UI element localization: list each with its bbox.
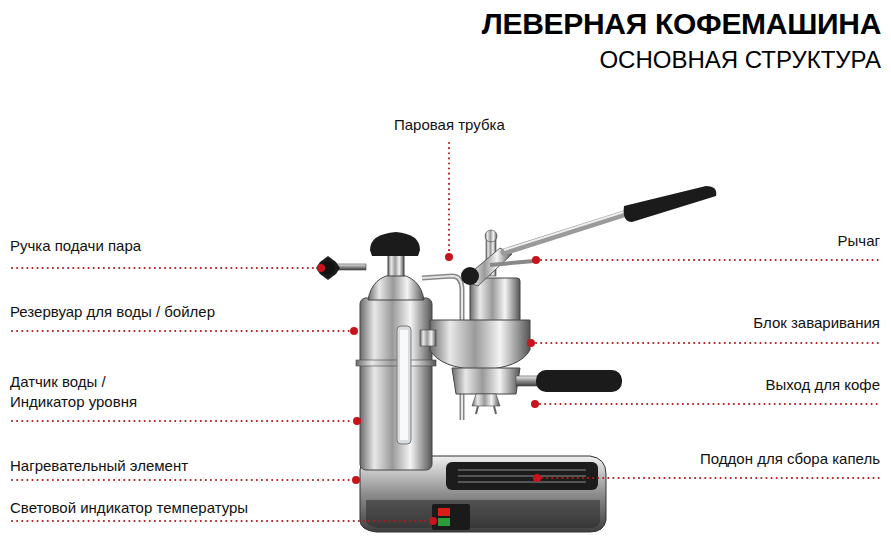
leader-dot — [445, 253, 453, 261]
part-label: Рычаг — [838, 231, 880, 251]
part-label: Поддон для сбора капель — [700, 449, 880, 469]
leader-dot — [527, 339, 535, 347]
part-label: Нагревательный элемент — [10, 456, 188, 476]
part-label: Ручка подачи пара — [10, 236, 141, 256]
part-label: Резервуар для воды / бойлер — [10, 302, 215, 322]
leader-line — [536, 342, 880, 344]
leader-dot — [533, 474, 541, 482]
leader-dot — [531, 400, 539, 408]
leader-line — [12, 479, 351, 481]
part-label: Световой индикатор температуры — [10, 498, 248, 518]
part-label: Датчик воды / Индикатор уровня — [10, 372, 175, 411]
leader-dot — [532, 256, 540, 264]
part-label: Выход для кофе — [765, 375, 880, 395]
machine-drawing — [316, 186, 716, 532]
part-label: Блок заваривания — [753, 313, 880, 333]
leader-line — [12, 420, 352, 422]
leader-line — [540, 403, 880, 405]
leader-dots — [317, 253, 541, 525]
leader-dot — [317, 264, 325, 272]
subtitle: ОСНОВНАЯ СТРУКТУРА — [599, 44, 881, 75]
leader-dot — [350, 327, 358, 335]
leader-dot — [429, 517, 437, 525]
leader-line — [541, 259, 880, 261]
leader-line — [542, 477, 880, 479]
leader-line — [12, 330, 349, 332]
leader-line — [12, 267, 316, 269]
leader-dot — [353, 417, 361, 425]
leader-dot — [352, 476, 360, 484]
leader-line — [448, 143, 450, 252]
leader-line — [12, 520, 428, 522]
diagram-title: ЛЕВЕРНАЯ КОФЕМАШИНА — [482, 4, 881, 43]
part-label: Паровая трубка — [394, 115, 505, 135]
